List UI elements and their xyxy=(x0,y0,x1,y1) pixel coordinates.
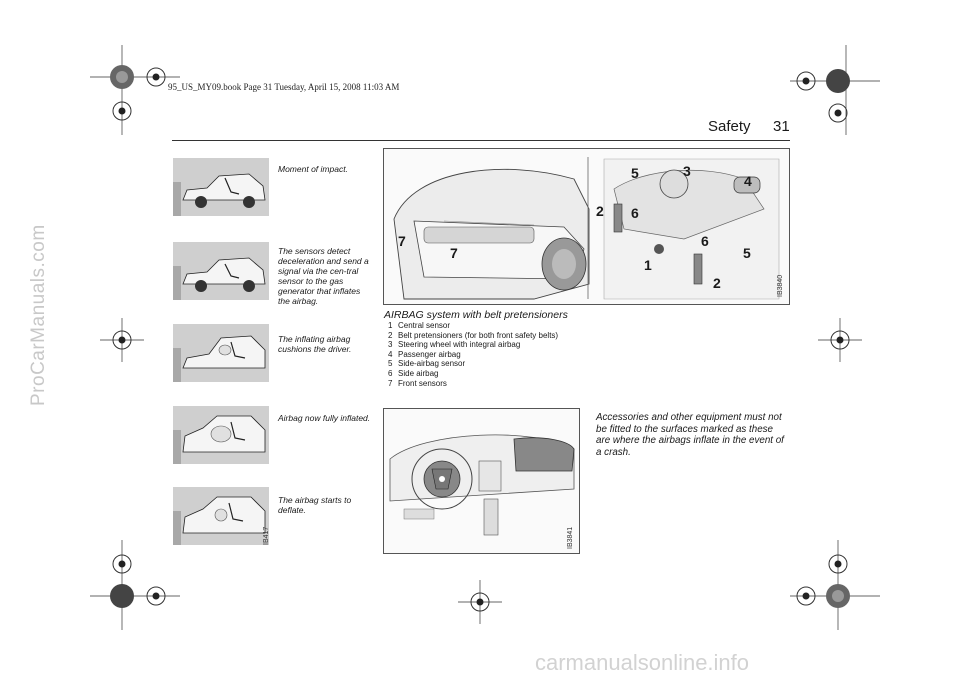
sequence-panel-2 xyxy=(173,242,269,300)
registration-mark-top-right xyxy=(790,45,880,135)
callout-label: 6 xyxy=(701,233,709,249)
registration-mark-left-mid xyxy=(100,318,144,362)
callout-label: 6 xyxy=(631,205,639,221)
caption-1: Moment of impact. xyxy=(278,164,348,174)
sequence-image-code: IB417 xyxy=(263,526,270,545)
car-airbag-layout-illustration xyxy=(384,149,789,304)
car-impact-illustration xyxy=(173,158,269,216)
callout-label: 5 xyxy=(743,245,751,261)
caption-3: The inflating airbag cushions the driver… xyxy=(278,334,352,354)
caption-5: The airbag starts to deflate. xyxy=(278,495,352,515)
registration-mark-right-mid xyxy=(818,318,862,362)
dashboard-diagram: IB3841 xyxy=(383,408,580,554)
callout-label: 2 xyxy=(713,275,721,291)
side-watermark: ProCarManuals.com xyxy=(28,224,49,406)
warning-text: Accessories and other equipment must not… xyxy=(596,412,784,458)
header-rule xyxy=(172,140,790,141)
callout-label: 7 xyxy=(398,233,406,249)
callout-label: 4 xyxy=(744,173,752,189)
registration-mark-bottom-left xyxy=(90,540,180,630)
registration-mark-bottom-center xyxy=(458,580,502,624)
car-sensor-illustration xyxy=(173,242,269,300)
registration-mark-bottom-right xyxy=(790,540,880,630)
registration-mark-top-left xyxy=(90,45,180,135)
dashboard-airbag-zones-illustration xyxy=(384,409,579,553)
section-title: Safety xyxy=(708,118,751,135)
sequence-panel-4 xyxy=(173,406,269,464)
caption-4: Airbag now fully inflated. xyxy=(278,413,371,423)
page-number: 31 xyxy=(773,118,790,135)
callout-label: 7 xyxy=(450,245,458,261)
system-diagram-code: IB3840 xyxy=(777,274,784,297)
callout-label: 5 xyxy=(631,165,639,181)
callout-label: 2 xyxy=(596,203,604,219)
print-header: 95_US_MY09.book Page 31 Tuesday, April 1… xyxy=(168,82,400,92)
sequence-panel-1 xyxy=(173,158,269,216)
airbag-deflating-illustration xyxy=(173,487,269,545)
sequence-panel-5 xyxy=(173,487,269,545)
airbag-inflated-illustration xyxy=(173,406,269,464)
airbag-system-diagram: 7 7 5 3 4 2 6 6 5 1 2 IB3840 xyxy=(383,148,790,305)
caption-2: The sensors detect deceleration and send… xyxy=(278,246,369,306)
sequence-panel-3 xyxy=(173,324,269,382)
system-diagram-title: AIRBAG system with belt pretensioners xyxy=(384,309,568,321)
airbag-inflating-illustration xyxy=(173,324,269,382)
bottom-watermark: carmanualsonline.info xyxy=(535,650,750,675)
dashboard-diagram-code: IB3841 xyxy=(567,526,574,549)
callout-label: 1 xyxy=(644,257,652,273)
callout-label: 3 xyxy=(683,163,691,179)
